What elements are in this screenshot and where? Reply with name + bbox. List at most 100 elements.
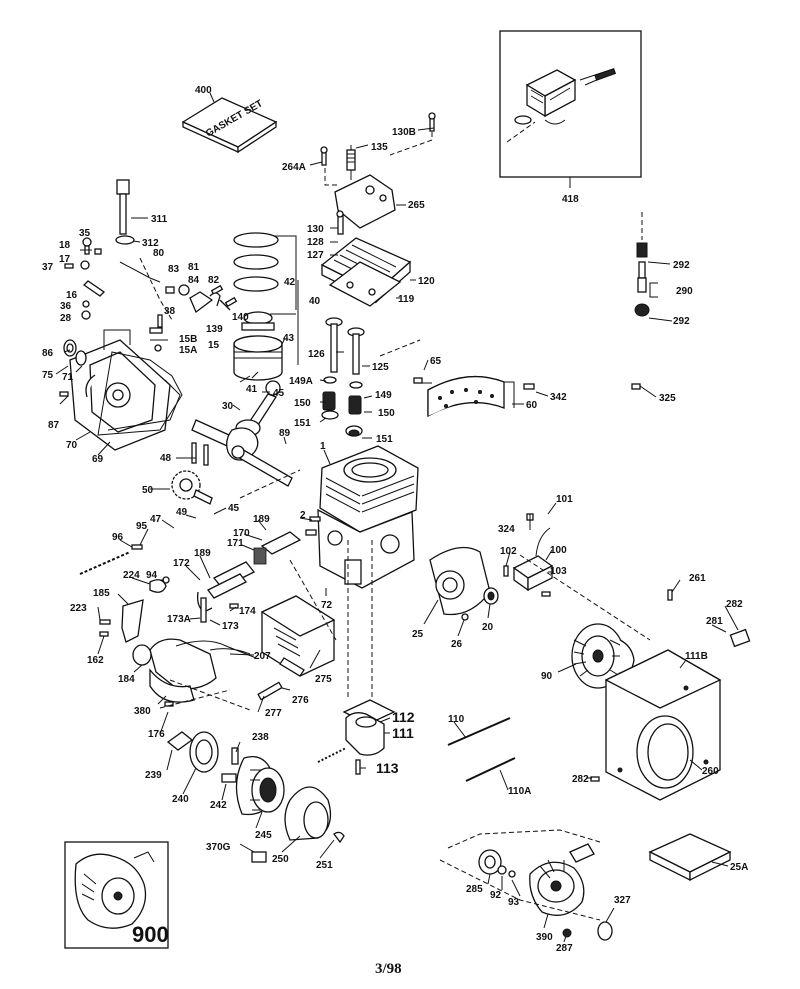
fuel-filter	[634, 212, 658, 317]
callout-418: 418	[562, 194, 579, 205]
callout-327: 327	[614, 895, 631, 906]
callout-15A: 15A	[179, 345, 197, 356]
callout-65: 65	[430, 356, 442, 367]
callout-111B: 111B	[685, 651, 708, 662]
callout-125: 125	[372, 362, 389, 373]
callout-25A: 25A	[730, 862, 748, 873]
callout-265-top: 265	[408, 200, 425, 211]
callout-172: 172	[173, 558, 190, 569]
callout-70: 70	[66, 440, 78, 451]
muffler	[257, 595, 336, 701]
callout-112: 112	[392, 709, 415, 725]
callout-50: 50	[142, 485, 154, 496]
callout-1: 1	[320, 441, 326, 452]
crankshaft	[191, 419, 293, 487]
air-baffle	[413, 375, 641, 418]
callout-84: 84	[188, 275, 200, 286]
callout-139: 139	[206, 324, 223, 335]
callout-311: 311	[151, 214, 168, 225]
callout-171: 171	[227, 538, 244, 549]
inset-box-900	[64, 841, 169, 949]
callout-81: 81	[188, 262, 200, 273]
callout-87: 87	[48, 420, 60, 431]
callout-261: 261	[689, 573, 706, 584]
intake-parts	[196, 516, 321, 623]
callout-18: 18	[59, 240, 71, 251]
callout-49: 49	[176, 507, 188, 518]
air-cleaner	[166, 731, 345, 863]
callout-242: 242	[210, 800, 227, 811]
callout-30: 30	[222, 401, 234, 412]
side-plate	[429, 546, 499, 621]
callout-184: 184	[118, 674, 135, 685]
callout-292-bottom: 292	[673, 316, 690, 327]
callout-342: 342	[550, 392, 567, 403]
callout-110: 110	[448, 714, 465, 725]
alignment-lines	[80, 249, 651, 711]
callout-151-right: 151	[376, 434, 393, 445]
callout-162: 162	[87, 655, 104, 666]
callout-80: 80	[153, 248, 165, 259]
callout-251: 251	[316, 860, 333, 871]
callout-290: 290	[676, 286, 693, 297]
callout-176: 176	[148, 729, 165, 740]
callout-282-bottom: 282	[572, 774, 589, 785]
callout-400: 400	[195, 85, 212, 96]
callout-370G: 370G	[206, 842, 231, 853]
callout-127: 127	[307, 250, 324, 261]
callout-16: 16	[66, 290, 78, 301]
callout-95: 95	[136, 521, 148, 532]
shroud-25A	[648, 833, 732, 882]
callout-94: 94	[146, 570, 158, 581]
cam-gear	[171, 442, 213, 505]
callout-26: 26	[451, 639, 463, 650]
carburetor	[99, 579, 257, 707]
page-footer: 3/98	[375, 961, 402, 977]
gasket-set: GASKET SET	[181, 92, 278, 154]
callout-140: 140	[232, 312, 249, 323]
callout-36: 36	[60, 301, 72, 312]
callout-60: 60	[526, 400, 538, 411]
callout-240: 240	[172, 794, 189, 805]
callout-170: 170	[233, 528, 250, 539]
callout-120: 120	[418, 276, 435, 287]
callout-83: 83	[168, 264, 180, 275]
blower-housing	[590, 589, 751, 801]
callout-281: 281	[706, 616, 723, 627]
callout-113: 113	[376, 760, 399, 776]
callout-130B: 130B	[392, 127, 416, 138]
callout-128: 128	[307, 237, 324, 248]
callout-223: 223	[70, 603, 87, 614]
callout-264A: 264A	[282, 162, 306, 173]
callout-28: 28	[60, 313, 72, 324]
callout-69: 69	[92, 454, 104, 465]
callout-224: 224	[123, 570, 140, 581]
callout-93: 93	[508, 897, 520, 908]
callout-277: 277	[265, 708, 282, 719]
dipstick	[115, 179, 135, 245]
callout-42: 42	[284, 277, 296, 288]
inset-box-418	[499, 30, 642, 188]
spark-plug-area	[320, 112, 436, 229]
callout-17: 17	[59, 254, 71, 265]
callout-285: 285	[466, 884, 483, 895]
callout-275: 275	[315, 674, 332, 685]
callout-38: 38	[164, 306, 176, 317]
callout-900: 900	[132, 922, 169, 947]
callout-82: 82	[208, 275, 220, 286]
callout-101: 101	[556, 494, 573, 505]
governor-linkage	[64, 237, 231, 352]
fuel-lines	[447, 717, 516, 782]
callout-75: 75	[42, 370, 54, 381]
callout-130: 130	[307, 224, 324, 235]
callout-15: 15	[208, 340, 220, 351]
callout-90: 90	[541, 671, 553, 682]
callout-151-left: 151	[294, 418, 311, 429]
callout-100: 100	[550, 545, 567, 556]
callout-135: 135	[371, 142, 388, 153]
air-cleaner-bracket	[317, 699, 396, 775]
connecting-rod	[235, 380, 281, 437]
callout-149: 149	[375, 390, 392, 401]
callout-41: 41	[246, 384, 258, 395]
callout-250: 250	[272, 854, 289, 865]
